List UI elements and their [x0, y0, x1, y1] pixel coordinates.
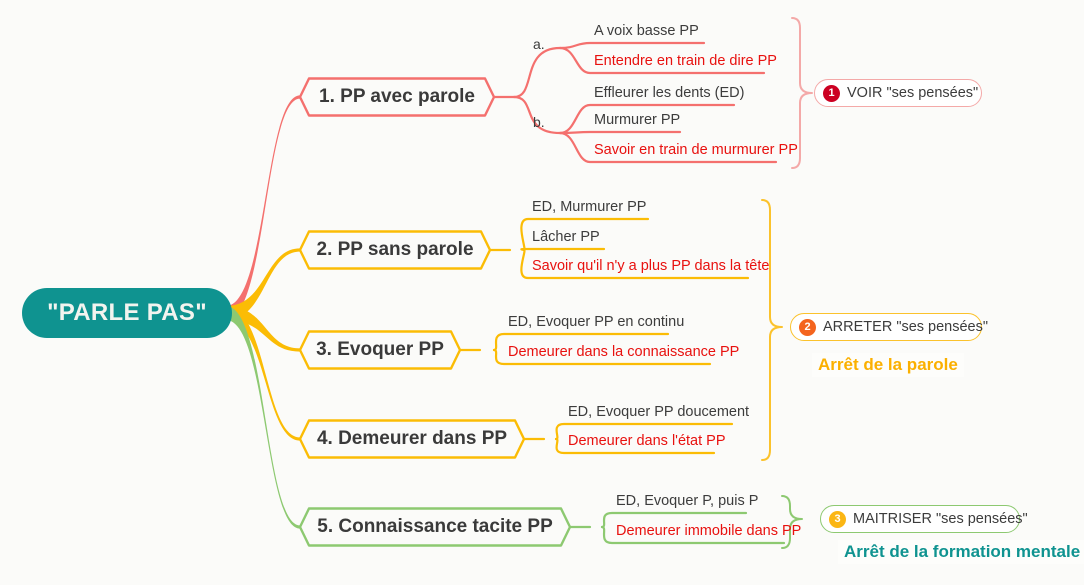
branch-3-box[interactable]: 3. Evoquer PP	[298, 330, 462, 370]
branch-hexagon	[298, 77, 496, 117]
branch-hexagon	[298, 419, 526, 459]
leaf-item[interactable]: Demeurer immobile dans PP	[614, 524, 803, 542]
leaf-item[interactable]: Entendre en train de dire PP	[592, 54, 779, 72]
leaf-item[interactable]: Effleurer les dents (ED)	[592, 86, 746, 104]
callout-arreter[interactable]: 2 ARRETER "ses pensées"	[790, 313, 988, 341]
leaf-label: Savoir qu'il n'y a plus PP dans la tête	[532, 258, 770, 274]
callout-arreter-label: ARRETER "ses pensées"	[823, 319, 989, 335]
leaf-item[interactable]: Savoir qu'il n'y a plus PP dans la tête	[530, 259, 771, 277]
leaf-item[interactable]: Lâcher PP	[530, 230, 602, 248]
branch-1-label: 1. PP avec parole	[319, 86, 475, 107]
callout-maitriser-summary: Arrêt de la formation mentale	[838, 540, 1084, 564]
branch-3-trunk	[226, 306, 300, 352]
branch-1-sublabel-0: a.	[533, 36, 545, 52]
branch-1-leaf-wire-0	[558, 41, 706, 50]
leaf-item[interactable]: Murmurer PP	[592, 113, 682, 131]
callout-voir-label: VOIR "ses pensées"	[847, 85, 979, 101]
branch-hexagon	[298, 507, 572, 547]
leaf-item[interactable]: Demeurer dans l'état PP	[566, 434, 728, 452]
leaf-label: ED, Evoquer P, puis P	[616, 493, 759, 509]
leaf-label: Lâcher PP	[532, 229, 600, 245]
leaf-label: Effleurer les dents (ED)	[594, 85, 745, 101]
branch-2-label: 2. PP sans parole	[316, 239, 474, 260]
leaf-item[interactable]: ED, Evoquer PP doucement	[566, 405, 751, 423]
callout-maitriser[interactable]: 3 MAITRISER "ses pensées"	[820, 505, 1028, 533]
leaf-label: A voix basse PP	[594, 23, 699, 39]
group-brace-2	[761, 199, 783, 461]
leaf-item[interactable]: Savoir en train de murmurer PP	[592, 143, 800, 161]
branch-2-box[interactable]: 2. PP sans parole	[298, 230, 492, 270]
leaf-label: ED, Evoquer PP doucement	[568, 404, 750, 420]
leaf-item[interactable]: Demeurer dans la connaissance PP	[506, 345, 741, 363]
branch-5-trunk	[226, 306, 300, 529]
leaf-label: Demeurer dans la connaissance PP	[508, 344, 740, 360]
branch-1-fork-0	[512, 46, 562, 99]
leaf-item[interactable]: ED, Evoquer P, puis P	[614, 494, 760, 512]
leaf-label: Entendre en train de dire PP	[594, 53, 777, 69]
leaf-label: Demeurer dans l'état PP	[568, 433, 726, 449]
leaf-label: Savoir en train de murmurer PP	[594, 142, 798, 158]
callout-maitriser-number-badge: 3	[829, 510, 846, 528]
leaf-item[interactable]: A voix basse PP	[592, 24, 701, 42]
branch-4-box[interactable]: 4. Demeurer dans PP	[298, 419, 526, 459]
branch-hexagon	[298, 330, 462, 370]
branch-1-sublabel-1: b.	[533, 114, 545, 130]
branch-5-box[interactable]: 5. Connaissance tacite PP	[298, 507, 572, 547]
branch-2-trunk	[226, 248, 300, 320]
branch-5-label: 5. Connaissance tacite PP	[317, 516, 553, 537]
branch-4-label: 4. Demeurer dans PP	[316, 428, 508, 449]
callout-arreter-summary: Arrêt de la parole	[812, 353, 964, 377]
branch-1-box[interactable]: 1. PP avec parole	[298, 77, 496, 117]
root-node[interactable]: "PARLE PAS"	[22, 288, 232, 338]
branch-2-leaf-wire-1	[520, 247, 606, 252]
branch-1-trunk	[226, 95, 300, 321]
callout-voir[interactable]: 1 VOIR "ses pensées"	[814, 79, 982, 107]
branch-4-trunk	[226, 306, 300, 441]
leaf-item[interactable]: ED, Evoquer PP en continu	[506, 315, 686, 333]
branch-3-label: 3. Evoquer PP	[316, 339, 444, 360]
leaf-item[interactable]: ED, Murmurer PP	[530, 200, 648, 218]
branch-hexagon	[298, 230, 492, 270]
callout-maitriser-label: MAITRISER "ses pensées"	[853, 511, 1028, 527]
leaf-label: ED, Murmurer PP	[532, 199, 647, 215]
callout-voir-number-badge: 1	[823, 84, 840, 102]
leaf-label: Demeurer immobile dans PP	[616, 523, 802, 539]
root-node-label: "PARLE PAS"	[47, 299, 207, 326]
leaf-label: ED, Evoquer PP en continu	[508, 314, 685, 330]
branch-1-leaf-wire-3	[558, 130, 682, 135]
leaf-label: Murmurer PP	[594, 112, 681, 128]
callout-arreter-number-badge: 2	[799, 318, 816, 336]
